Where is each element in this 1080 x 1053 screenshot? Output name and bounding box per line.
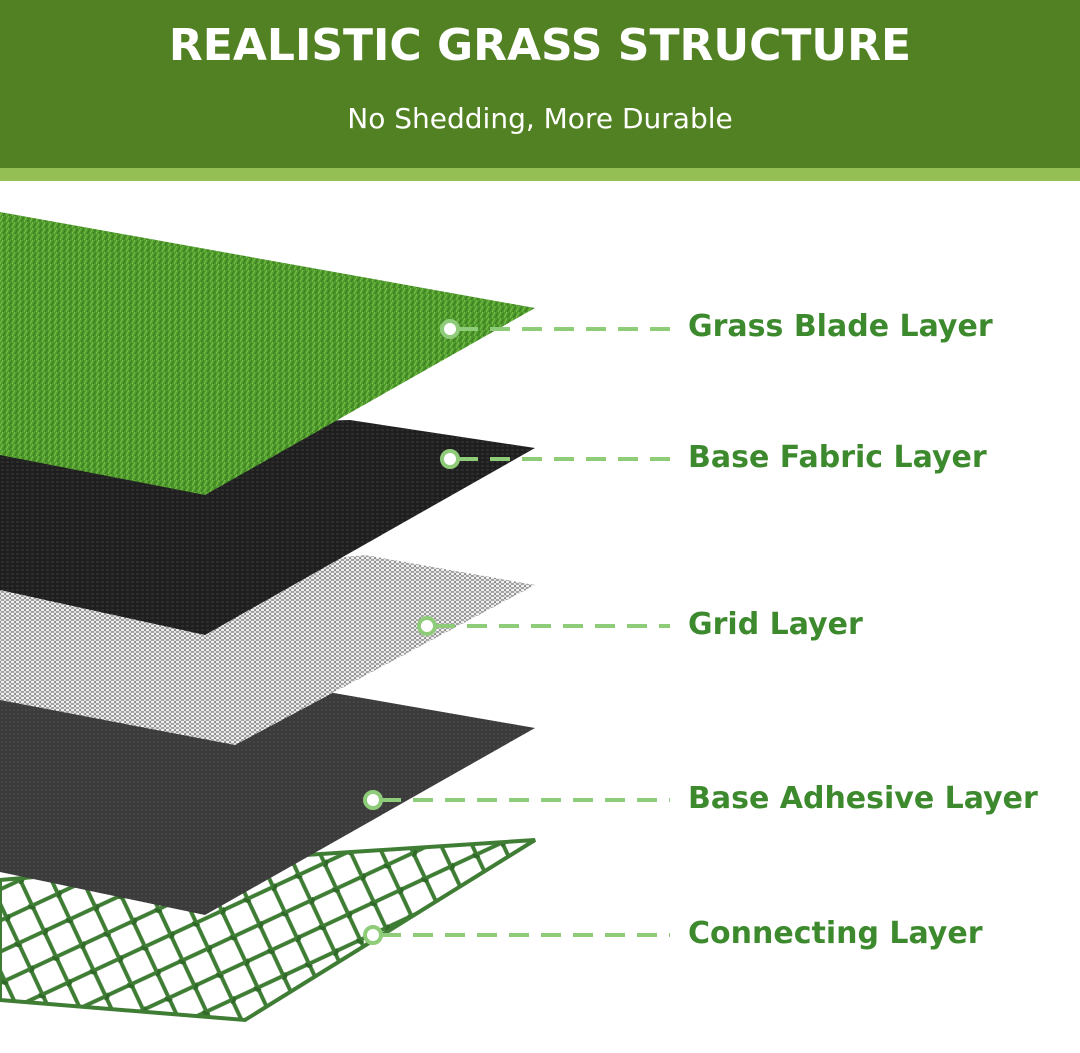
page-title: REALISTIC GRASS STRUCTURE (168, 20, 912, 71)
callout-dot-icon (417, 616, 437, 636)
label-grass-blade-layer: Grass Blade Layer (688, 309, 993, 344)
grass-blade-layer (0, 212, 535, 495)
callout-base-fabric (440, 449, 670, 469)
callout-dot-icon (440, 319, 460, 339)
callout-dot-icon (363, 925, 383, 945)
label-connecting-layer: Connecting Layer (688, 916, 983, 951)
header-banner (0, 0, 1080, 168)
callout-connecting (363, 925, 670, 945)
callout-dot-icon (363, 790, 383, 810)
callout-dot-icon (440, 449, 460, 469)
callout-grid (417, 616, 670, 636)
label-base-adhesive-layer: Base Adhesive Layer (688, 781, 1038, 816)
callout-base-adhesive (363, 790, 670, 810)
header-accent-stripe (0, 168, 1080, 181)
callout-grass-blade (440, 319, 670, 339)
label-base-fabric-layer: Base Fabric Layer (688, 440, 987, 475)
label-grid-layer: Grid Layer (688, 607, 863, 642)
page-subtitle: No Shedding, More Durable (347, 102, 733, 135)
